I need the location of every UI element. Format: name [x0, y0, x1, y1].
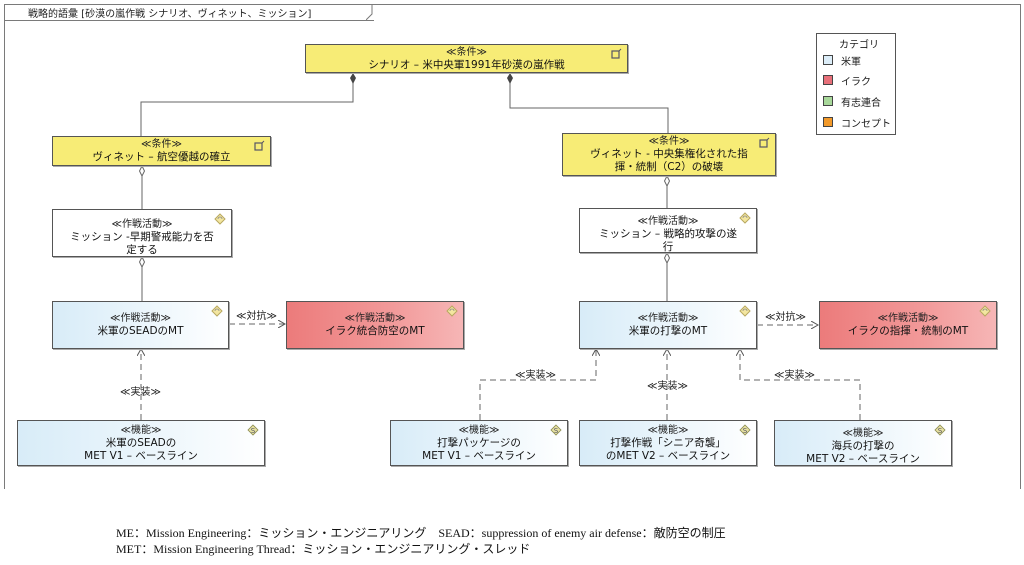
legend-label: 有志連合 [841, 97, 881, 109]
node-mission-strategic-strike[interactable]: ≪作戦活動≫ ミッション – 戦略的攻撃の遂行 [579, 208, 757, 253]
legend-label: イラク [841, 76, 871, 88]
function-icon: S [934, 424, 946, 436]
activity-icon [214, 213, 226, 225]
node-name: イラクの指揮・統制のMT [847, 325, 969, 337]
impl-label-senior: ≪実装≫ [647, 381, 688, 392]
impl-connector-pkg [479, 349, 596, 420]
condition-icon [759, 137, 770, 148]
condition-icon [254, 140, 265, 151]
svg-text:S: S [743, 427, 748, 435]
node-name: 打撃作戦「シニア奇襲」 [610, 436, 726, 449]
node-vignette-c2[interactable]: ≪条件≫ ヴィネット - 中央集権化された指揮・統制（C2）の破壊 [562, 133, 776, 176]
category-legend: カテゴリ 米軍 イラク 有志連合 コンセプト [816, 33, 896, 135]
legend-item-iraq: イラク [823, 74, 871, 88]
node-name-line2: MET V1 – ベースライン [84, 449, 198, 462]
legend-label: コンセプト [841, 118, 891, 130]
aggregation-mission-ew-us-sead [138, 255, 146, 301]
function-icon: S [247, 424, 259, 436]
activity-icon [739, 212, 751, 224]
node-stereotype: ≪機能≫ [458, 424, 500, 436]
svg-text:S: S [554, 427, 559, 435]
node-stereotype: ≪条件≫ [141, 139, 182, 150]
node-stereotype: ≪機能≫ [842, 427, 884, 439]
aggregation-vignette-c2-mission-strike [663, 174, 671, 208]
impl-label-marine: ≪実装≫ [774, 370, 815, 381]
node-stereotype: ≪作戦活動≫ [637, 313, 699, 324]
legend-item-coalition: 有志連合 [823, 95, 881, 109]
node-stereotype: ≪条件≫ [648, 136, 690, 147]
footnote-line-1: ME：Mission Engineering：ミッション・エンジニアリング SE… [116, 526, 726, 540]
diagram-frame-tab [4, 4, 374, 21]
legend-swatch [823, 117, 833, 127]
node-met-marine-v2[interactable]: S ≪機能≫ 海兵の打撃の MET V2 – ベースライン [774, 420, 952, 466]
function-icon: S [739, 424, 751, 436]
node-stereotype: ≪作戦活動≫ [877, 313, 939, 324]
node-name: ミッション – 戦略的攻撃の遂行 [599, 228, 737, 253]
node-vignette-air[interactable]: ≪条件≫ ヴィネット – 航空優越の確立 [52, 136, 271, 166]
svg-text:S: S [251, 427, 256, 435]
composition-scenario-vignette-air [140, 73, 356, 136]
frame-tab-corner [366, 4, 373, 20]
legend-title: カテゴリ [839, 40, 879, 51]
legend-swatch [823, 96, 833, 106]
node-name: ヴィネット - 中央集権化された指揮・統制（C2）の破壊 [590, 148, 748, 173]
node-name: 米軍のSEADの [105, 436, 177, 449]
svg-text:S: S [938, 427, 943, 435]
node-name: 打撃パッケージの [437, 436, 521, 449]
legend-item-us: 米軍 [823, 54, 861, 68]
impl-label-pkg: ≪実装≫ [515, 370, 556, 381]
node-stereotype: ≪機能≫ [120, 424, 162, 436]
condition-icon [611, 48, 622, 59]
diagram-frame [4, 4, 1021, 489]
node-name: 米軍のSEADのMT [97, 325, 184, 337]
node-name-line2: MET V2 – ベースライン [806, 452, 920, 465]
activity-icon [739, 305, 751, 317]
node-name: ミッション -早期警戒能力を否定する [70, 230, 214, 256]
legend-swatch [823, 55, 833, 65]
node-scenario[interactable]: ≪条件≫ シナリオ – 米中央軍1991年砂漠の嵐作戦 [305, 44, 628, 73]
node-mission-early-warning[interactable]: ≪作戦活動≫ ミッション -早期警戒能力を否定する [52, 209, 232, 257]
node-name: イラク統合防空のMT [325, 325, 425, 337]
node-us-strike-mt[interactable]: ≪作戦活動≫ 米軍の打撃のMT [579, 301, 757, 349]
node-iraq-c2-mt[interactable]: ≪作戦活動≫ イラクの指揮・統制のMT [819, 301, 997, 349]
oppose-label-right: ≪対抗≫ [765, 312, 806, 323]
node-name: ヴィネット – 航空優越の確立 [92, 151, 231, 163]
node-met-senior-surprise-v2[interactable]: S ≪機能≫ 打撃作戦「シニア奇襲」 のMET V2 – ベースライン [579, 420, 757, 466]
node-stereotype: ≪作戦活動≫ [111, 218, 173, 230]
impl-connector-marine [740, 349, 861, 420]
node-name: 米軍の打撃のMT [628, 325, 708, 337]
node-name: シナリオ – 米中央軍1991年砂漠の嵐作戦 [368, 58, 565, 71]
node-stereotype: ≪作戦活動≫ [637, 216, 699, 227]
aggregation-vignette-air-mission-ew [138, 164, 146, 209]
legend-label: 米軍 [841, 56, 861, 68]
diagram-title: 戦略的語彙 [砂漠の嵐作戦 シナリオ、ヴィネット、ミッション] [28, 9, 312, 20]
node-name: 海兵の打撃の [831, 439, 895, 452]
aggregation-mission-strike-us-strike [663, 251, 671, 301]
node-us-sead-mt[interactable]: ≪作戦活動≫ 米軍のSEADのMT [52, 301, 229, 349]
node-iraq-iads-mt[interactable]: ≪作戦活動≫ イラク統合防空のMT [286, 301, 464, 349]
function-icon: S [550, 424, 562, 436]
activity-icon [979, 305, 991, 317]
node-name-line2: のMET V2 – ベースライン [605, 449, 731, 462]
node-name-line2: MET V1 – ベースライン [422, 449, 536, 462]
composition-scenario-vignette-c2 [507, 73, 669, 133]
oppose-label-left: ≪対抗≫ [236, 311, 277, 322]
node-stereotype: ≪機能≫ [647, 424, 689, 436]
activity-icon [211, 305, 223, 317]
activity-icon [446, 305, 458, 317]
node-stereotype: ≪作戦活動≫ [344, 313, 406, 324]
node-stereotype: ≪作戦活動≫ [110, 313, 171, 324]
node-met-sead-v1[interactable]: S ≪機能≫ 米軍のSEADの MET V1 – ベースライン [17, 420, 265, 466]
node-met-package-v1[interactable]: S ≪機能≫ 打撃パッケージの MET V1 – ベースライン [390, 420, 568, 466]
legend-swatch [823, 75, 833, 85]
impl-label-sead: ≪実装≫ [120, 387, 161, 398]
node-stereotype: ≪条件≫ [446, 46, 487, 58]
legend-item-concept: コンセプト [823, 116, 891, 130]
footnote-line-2: MET：Mission Engineering Thread：ミッション・エンジ… [116, 542, 531, 556]
